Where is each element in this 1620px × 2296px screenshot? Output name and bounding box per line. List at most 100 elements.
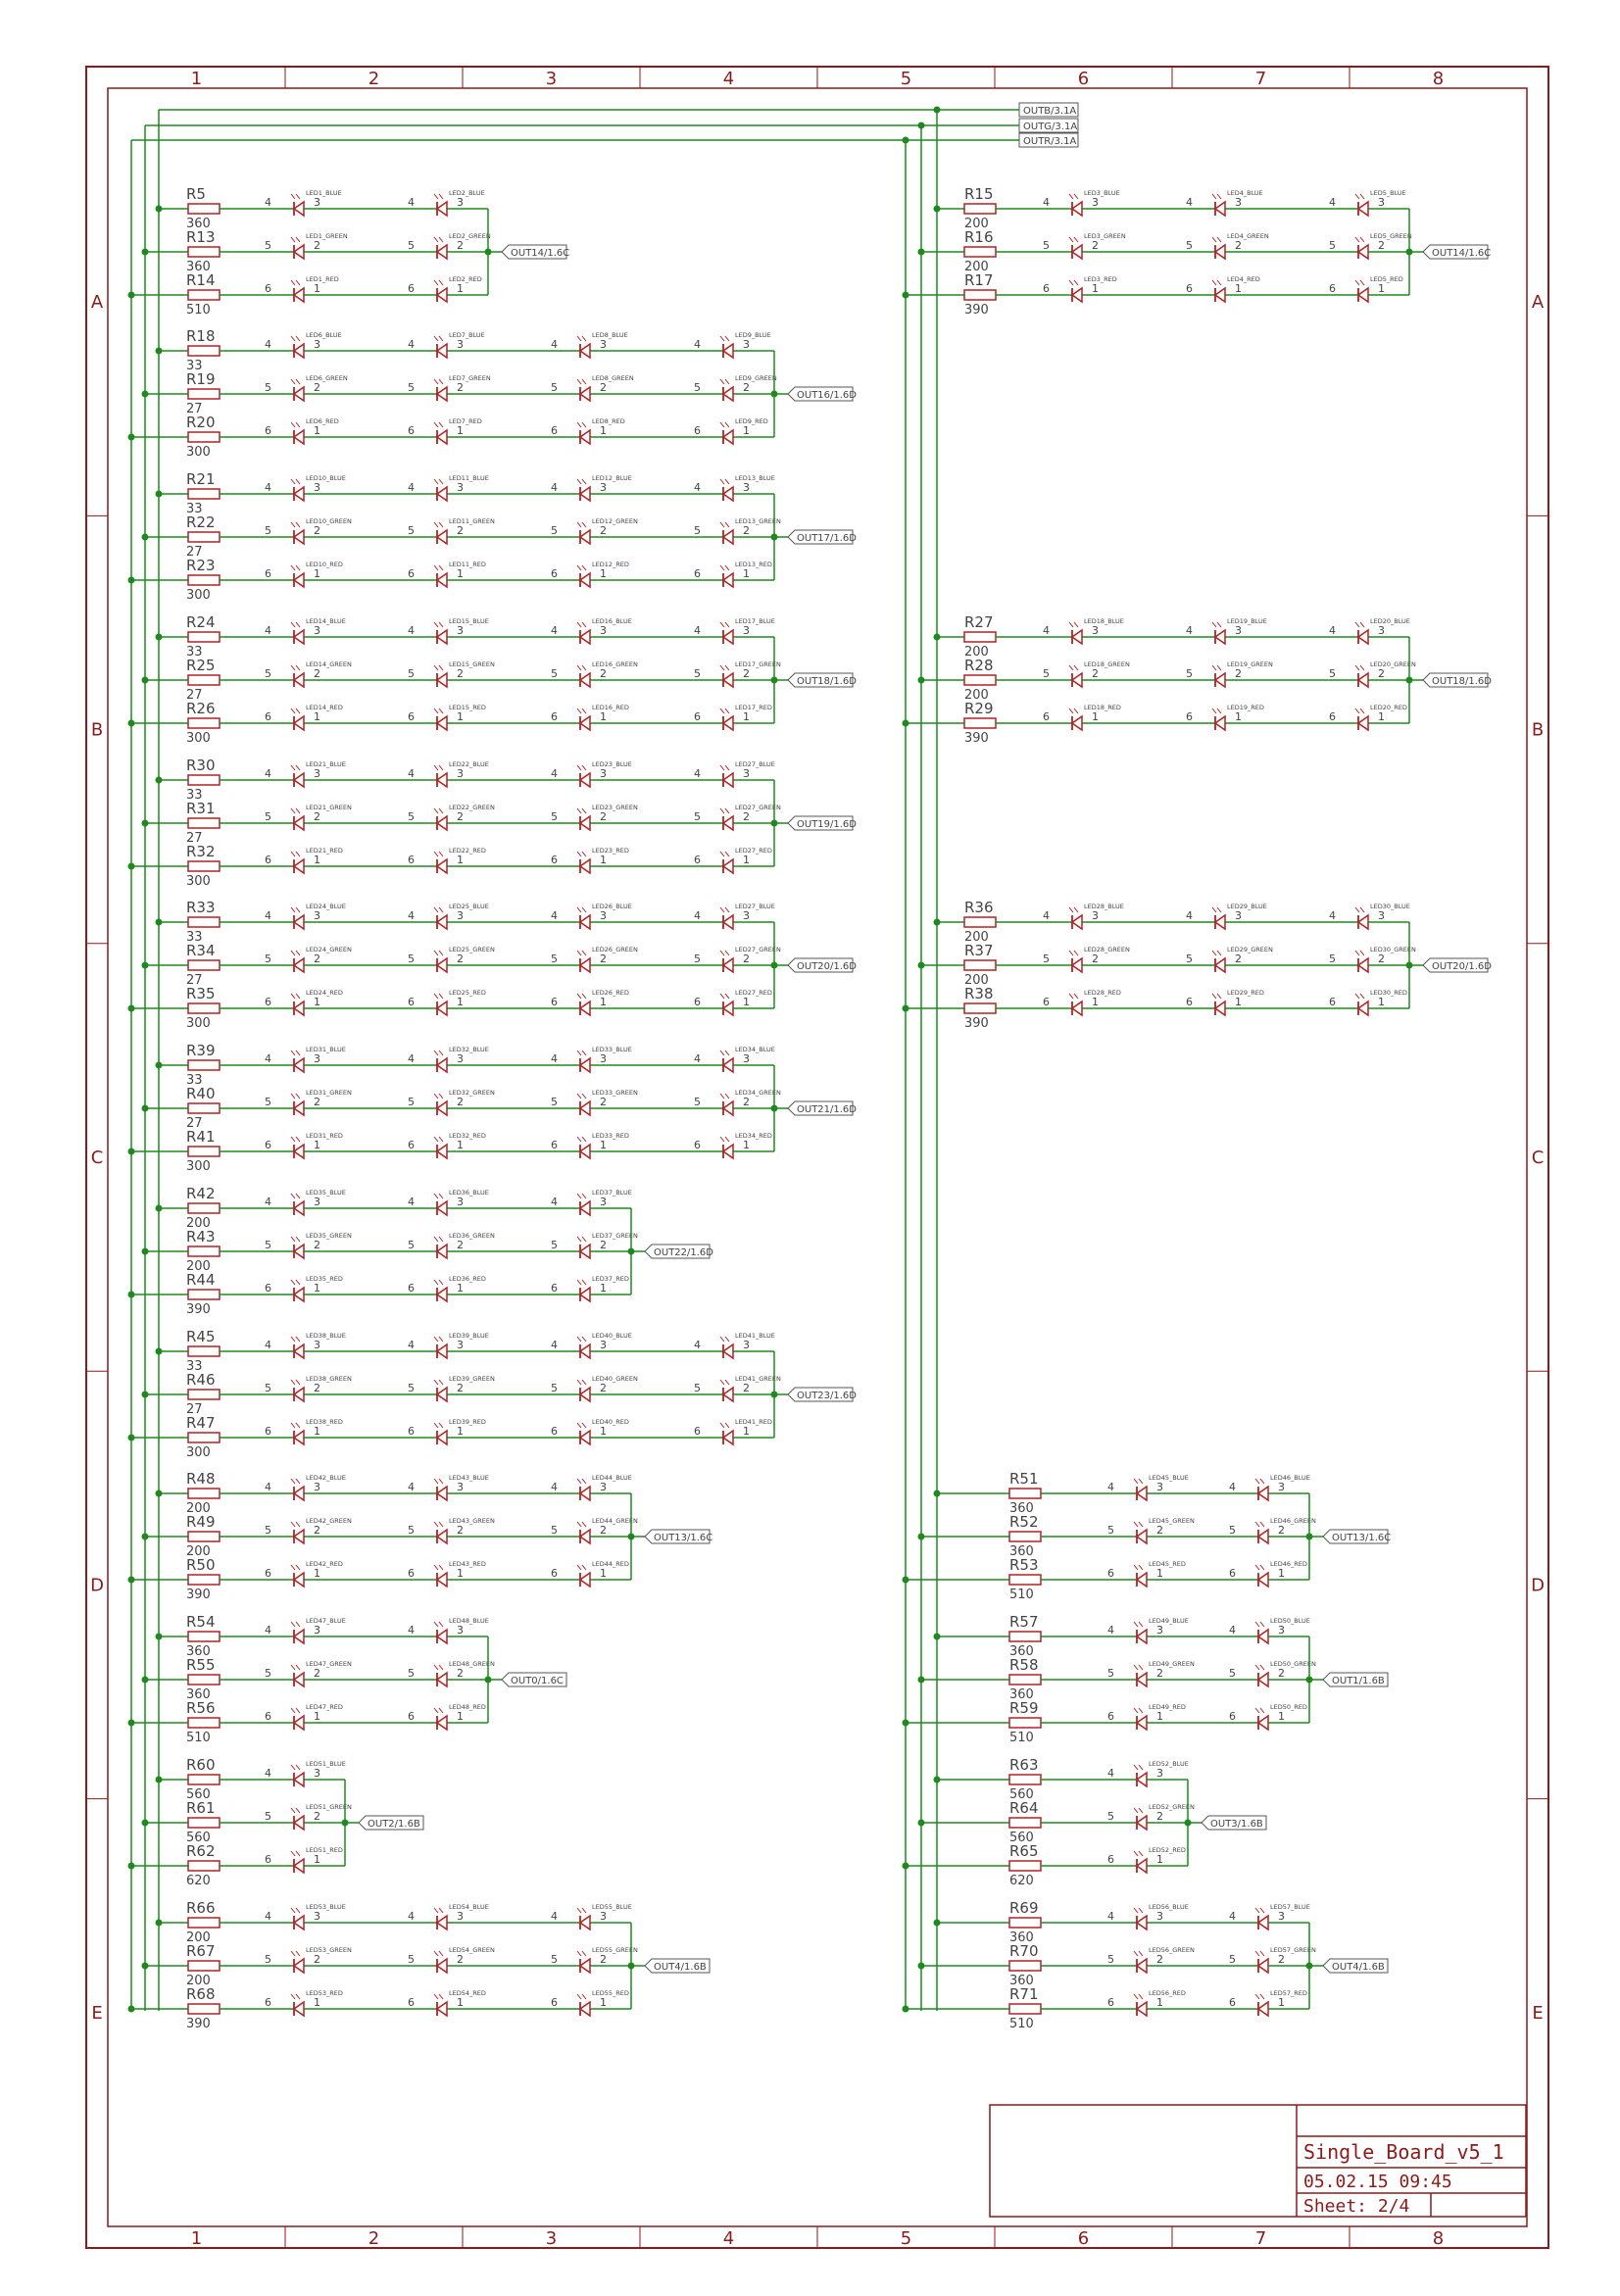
- led-pin-right: 1: [457, 1425, 464, 1438]
- resistor-value: 200: [964, 930, 989, 945]
- led-pin-left: 6: [551, 1425, 558, 1438]
- led-name: LED57_BLUE: [1270, 1903, 1310, 1911]
- led-emission-arrows: [719, 478, 730, 485]
- led-diode-body: [578, 2000, 591, 2018]
- led-pin-right: 2: [1378, 239, 1385, 252]
- led-pin-right: 1: [314, 710, 320, 723]
- led-pin-left: 4: [551, 338, 558, 351]
- resistor-name: R25: [186, 657, 216, 674]
- led-pin-left: 6: [551, 567, 558, 580]
- led-pin-left: 6: [551, 1567, 558, 1580]
- led-pin-left: 5: [551, 1239, 558, 1251]
- bus-junction: [902, 719, 909, 727]
- bus-junction: [127, 1719, 135, 1727]
- led-diode-body: [435, 1143, 448, 1160]
- bus-junction: [933, 1490, 941, 1497]
- resistor: [187, 1817, 221, 1829]
- led-pin-right: 1: [314, 282, 320, 295]
- output-net-label: OUT19/1.6D: [797, 819, 857, 830]
- led-pin-right: 3: [457, 196, 464, 209]
- led-emission-arrows: [433, 1136, 444, 1143]
- output-net-flag: [787, 815, 854, 831]
- led-emission-arrows: [719, 335, 730, 342]
- led-diode-body: [1356, 628, 1369, 646]
- led-emission-arrows: [719, 378, 730, 385]
- output-net-flag: [644, 1529, 711, 1544]
- led-pin-right: 3: [600, 338, 607, 351]
- led-emission-arrows: [719, 764, 730, 771]
- led-name: LED15_BLUE: [449, 617, 489, 625]
- resistor: [187, 431, 221, 443]
- resistor-name: R52: [1009, 1513, 1039, 1531]
- led-diode-body: [721, 1143, 734, 1160]
- led-emission-arrows: [1254, 1664, 1265, 1671]
- led-emission-arrows: [433, 193, 444, 200]
- led-pin-right: 3: [314, 1481, 320, 1493]
- led-emission-arrows: [1211, 950, 1222, 956]
- resistor-value: 510: [1009, 1588, 1034, 1602]
- supply-rail-label: OUTR/3.1A: [1023, 136, 1077, 147]
- led-pin-right: 3: [457, 1624, 464, 1637]
- led-name: LED30_BLUE: [1370, 903, 1410, 910]
- led-pin-left: 4: [408, 1481, 415, 1493]
- resistor-name: R47: [186, 1414, 216, 1432]
- resistor-name: R33: [186, 899, 216, 916]
- bus-junction: [141, 1533, 149, 1540]
- led-name: LED25_GREEN: [449, 946, 495, 953]
- resistor-name: R32: [186, 843, 216, 860]
- resistor-value: 360: [186, 260, 211, 274]
- led-name: LED6_GREEN: [306, 374, 348, 382]
- led-emission-arrows: [1068, 664, 1079, 671]
- led-name: LED38_GREEN: [306, 1375, 352, 1383]
- led-emission-arrows: [576, 1379, 587, 1386]
- resistor-name: R43: [186, 1228, 216, 1246]
- led-pin-right: 1: [314, 1139, 320, 1151]
- resistor-value: 360: [1009, 1930, 1034, 1945]
- led-name: LED21_BLUE: [306, 760, 346, 768]
- led-pin-right: 2: [743, 1382, 750, 1394]
- led-emission-arrows: [290, 421, 301, 428]
- led-pin-right: 2: [1278, 1524, 1285, 1537]
- led-pin-right: 3: [1156, 1910, 1163, 1923]
- resistor-name: R19: [186, 370, 216, 388]
- led-name: LED19_GREEN: [1227, 660, 1273, 668]
- led-pin-right: 2: [457, 953, 464, 965]
- led-pin-left: 6: [551, 996, 558, 1008]
- led-diode-body: [292, 1957, 305, 1975]
- led-diode-body: [721, 857, 734, 875]
- resistor: [1008, 1774, 1042, 1785]
- led-pin-left: 5: [408, 1667, 415, 1680]
- bus-junction: [155, 347, 163, 355]
- led-pin-right: 2: [743, 1096, 750, 1108]
- led-name: LED29_RED: [1227, 989, 1264, 997]
- led-name: LED7_BLUE: [449, 331, 485, 339]
- led-pin-right: 3: [600, 1910, 607, 1923]
- led-diode-body: [1213, 286, 1226, 304]
- led-pin-right: 2: [743, 381, 750, 394]
- led-diode-body: [292, 714, 305, 732]
- led-name: LED42_GREEN: [306, 1517, 352, 1525]
- led-pin-left: 5: [408, 810, 415, 823]
- led-emission-arrows: [1133, 1621, 1144, 1628]
- led-pin-left: 6: [694, 424, 701, 437]
- led-pin-left: 6: [694, 854, 701, 866]
- resistor-name: R38: [964, 985, 994, 1002]
- bus-junction: [155, 490, 163, 498]
- led-name: LED22_GREEN: [449, 804, 495, 811]
- led-pin-right: 2: [314, 953, 320, 965]
- resistor: [963, 959, 997, 971]
- led-pin-left: 5: [1186, 667, 1193, 680]
- led-name: LED17_GREEN: [735, 660, 781, 668]
- led-name: LED30_GREEN: [1370, 946, 1416, 953]
- led-pin-right: 2: [1278, 1953, 1285, 1966]
- led-pin-right: 3: [743, 909, 750, 922]
- led-name: LED9_GREEN: [735, 374, 777, 382]
- led-name: LED51_RED: [306, 1846, 343, 1854]
- output-net-label: OUT3/1.6B: [1210, 1819, 1263, 1830]
- led-emission-arrows: [433, 1521, 444, 1528]
- led-pin-left: 6: [408, 424, 415, 437]
- led-pin-left: 5: [265, 1524, 271, 1537]
- led-name: LED42_RED: [306, 1560, 343, 1568]
- resistor: [1008, 1674, 1042, 1685]
